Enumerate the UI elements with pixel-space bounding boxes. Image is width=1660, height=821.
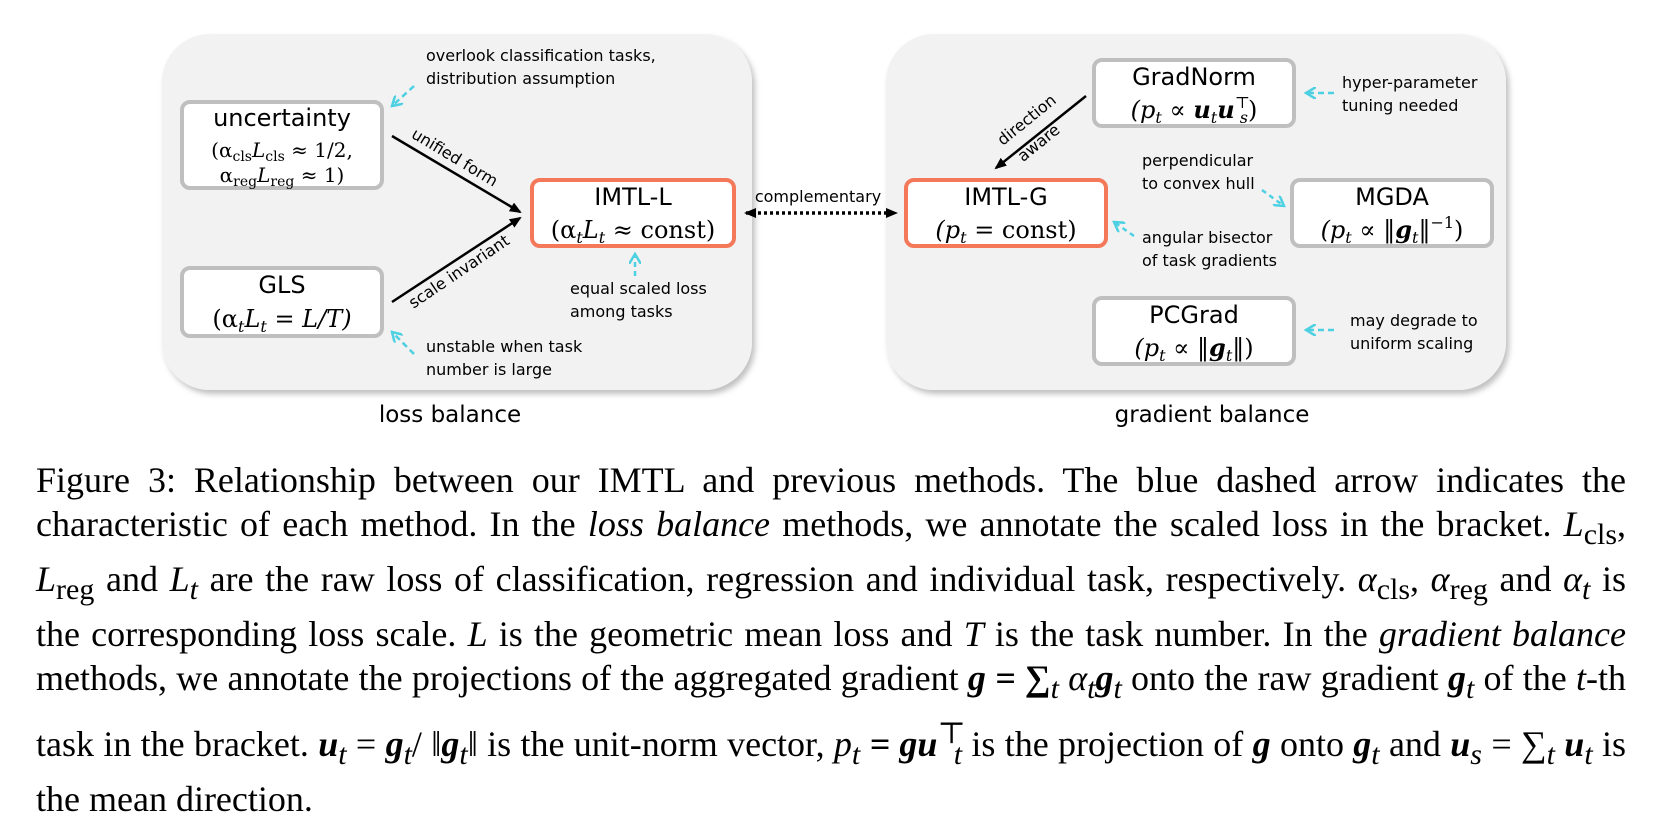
gls-formula: (αtLt = L/T)	[212, 305, 351, 336]
imtl-l-box: IMTL-L (αtLt ≈ const)	[530, 178, 736, 248]
gradnorm-note-1: hyper-parameter	[1342, 73, 1478, 92]
figure-diagram: loss balance gradient balance uncertaint…	[162, 34, 1506, 428]
gradnorm-title: GradNorm	[1132, 63, 1256, 91]
imtl-l-title: IMTL-L	[594, 183, 672, 211]
pcgrad-note-1: may degrade to	[1350, 311, 1478, 330]
pcgrad-note-2: uniform scaling	[1350, 334, 1473, 353]
uncertainty-box: uncertainty (αclsLcls ≈ 1/2, αregLreg ≈ …	[180, 100, 384, 190]
imtl-g-box: IMTL-G (pt = const)	[904, 178, 1108, 248]
mgda-note-arrow	[1261, 188, 1284, 206]
uncertainty-title: uncertainty	[213, 104, 351, 132]
imtl-g-title: IMTL-G	[964, 183, 1048, 211]
gradient-balance-panel	[886, 34, 1506, 390]
imtl-l-formula: (αtLt ≈ const)	[551, 216, 715, 247]
pcgrad-formula: (pt ∝ ‖gt‖)	[1134, 333, 1253, 365]
mgda-title: MGDA	[1355, 183, 1429, 211]
mgda-box: MGDA (pt ∝ ‖gt‖−1)	[1290, 178, 1494, 248]
mgda-note-1: perpendicular	[1142, 151, 1254, 170]
imtl-l-note-1: equal scaled loss	[570, 279, 707, 298]
uncertainty-note-arrow	[392, 85, 415, 106]
imtl-g-note-1: angular bisector	[1142, 228, 1273, 247]
mgda-note-2: to convex hull	[1142, 174, 1255, 193]
gradnorm-box: GradNorm (pt ∝ utu⊤s)	[1092, 58, 1296, 128]
figure-caption: Figure 3: Relationship between our IMTL …	[36, 458, 1626, 821]
scale-invariant-arrow	[391, 216, 522, 304]
mgda-formula: (pt ∝ ‖gt‖−1)	[1321, 213, 1464, 247]
uncertainty-note-1: overlook classification tasks,	[426, 46, 656, 65]
gls-note-2: number is large	[426, 360, 552, 379]
imtl-g-formula: (pt = const)	[935, 216, 1076, 247]
uncertainty-note-2: distribution assumption	[426, 69, 615, 88]
direction-aware-arrow	[994, 95, 1087, 170]
gls-title: GLS	[258, 271, 305, 299]
uncertainty-formula-1: (αclsLcls ≈ 1/2,	[211, 138, 353, 165]
uncertainty-formula-2: αregLreg ≈ 1)	[220, 163, 345, 190]
caption-paragraph: Figure 3: Relationship between our IMTL …	[36, 460, 1627, 819]
gradnorm-note-2: tuning needed	[1342, 96, 1458, 115]
pcgrad-title: PCGrad	[1149, 301, 1239, 329]
gradnorm-formula: (pt ∝ utu⊤s)	[1131, 93, 1258, 127]
gls-box: GLS (αtLt = L/T)	[180, 266, 384, 338]
pcgrad-box: PCGrad (pt ∝ ‖gt‖)	[1092, 296, 1296, 366]
imtl-g-note-2: of task gradients	[1142, 251, 1277, 270]
gradient-balance-label: gradient balance	[1115, 402, 1310, 428]
imtl-l-note-2: among tasks	[570, 302, 673, 321]
unified-form-arrow	[391, 134, 522, 214]
loss-balance-label: loss balance	[379, 402, 521, 428]
imtl-g-note-arrow	[1114, 222, 1135, 238]
gls-note-arrow	[392, 332, 415, 355]
gls-note-1: unstable when task	[426, 337, 583, 356]
complementary-label: complementary	[755, 187, 881, 206]
